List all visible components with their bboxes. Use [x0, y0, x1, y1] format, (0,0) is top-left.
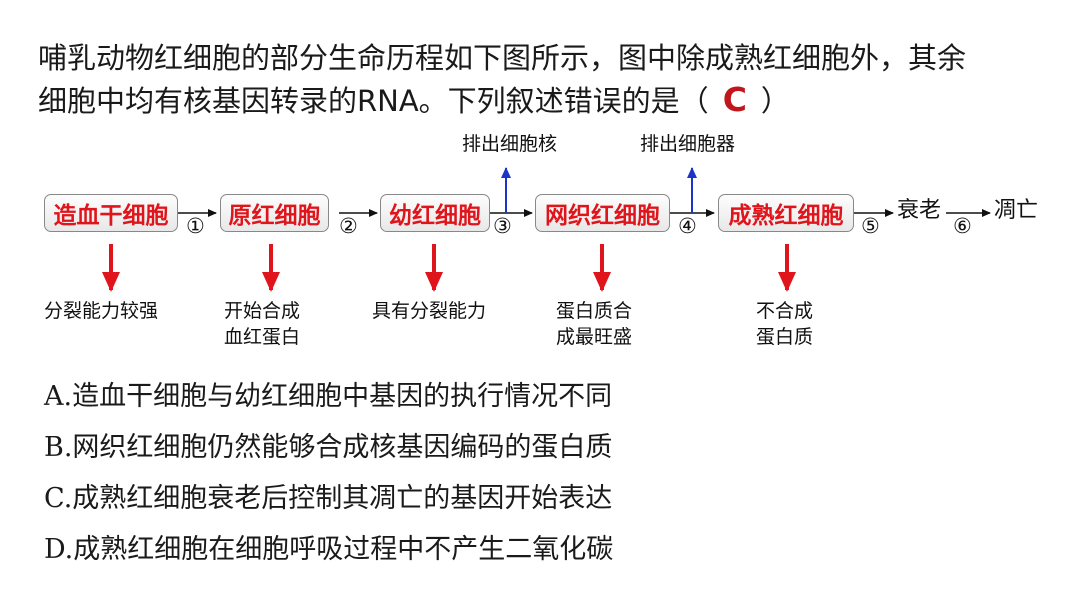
expel-organelle-label: 排出细胞器 [640, 133, 736, 155]
expel-nucleus-label: 排出细胞核 [462, 133, 558, 155]
trait-stem-cell-line-1: 分裂能力较强 [44, 300, 159, 322]
stage-proerythroblast: 原红细胞 [220, 194, 329, 232]
stage-senescence: 衰老 [897, 198, 942, 223]
question-close-paren: ） [760, 84, 790, 118]
question-line-2-text: 细胞中均有核基因转录的RNA。下列叙述错误的是（ [38, 84, 709, 118]
step-marker-1: ① [186, 214, 205, 238]
step-marker-3: ③ [493, 214, 512, 238]
stage-hematopoietic-stem-cell: 造血干细胞 [44, 194, 178, 232]
question-line-1: 哺乳动物红细胞的部分生命历程如下图所示，图中除成熟红细胞外，其余 [38, 41, 967, 75]
option-a: A.造血干细胞与幼红细胞中基因的执行情况不同 [44, 381, 613, 412]
trait-erythroblast: 具有分裂能力 [372, 298, 486, 324]
trait-mature-erythrocyte-line-1: 不合成 [756, 300, 814, 322]
trait-mature-erythrocyte: 不合成 蛋白质 [756, 298, 813, 350]
step-marker-2: ② [339, 214, 358, 238]
answer-letter: C [722, 80, 747, 119]
trait-erythroblast-line-1: 具有分裂能力 [372, 300, 487, 322]
trait-proerythroblast-line-2: 血红蛋白 [224, 326, 301, 348]
stage-apoptosis: 凋亡 [994, 198, 1039, 223]
option-c: C.成熟红细胞衰老后控制其凋亡的基因开始表达 [44, 483, 613, 514]
step-marker-6: ⑥ [953, 214, 972, 238]
trait-reticulocyte-line-1: 蛋白质合 [556, 300, 633, 322]
stage-reticulocyte: 网织红细胞 [535, 194, 670, 232]
stage-erythroblast: 幼红细胞 [380, 194, 490, 232]
option-b: B.网织红细胞仍然能够合成核基因编码的蛋白质 [44, 432, 613, 463]
question-line-2: 细胞中均有核基因转录的RNA。下列叙述错误的是（ C ） [38, 79, 966, 122]
stage-mature-erythrocyte: 成熟红细胞 [718, 194, 854, 232]
trait-proerythroblast: 开始合成 血红蛋白 [224, 298, 300, 350]
step-marker-4: ④ [678, 214, 697, 238]
trait-reticulocyte-line-2: 成最旺盛 [556, 326, 633, 348]
question-stem: 哺乳动物红细胞的部分生命历程如下图所示，图中除成熟红细胞外，其余 细胞中均有核基… [38, 38, 966, 122]
option-d: D.成熟红细胞在细胞呼吸过程中不产生二氧化碳 [44, 534, 614, 565]
trait-reticulocyte: 蛋白质合 成最旺盛 [556, 298, 632, 350]
step-marker-5: ⑤ [861, 214, 880, 238]
trait-mature-erythrocyte-line-2: 蛋白质 [756, 326, 814, 348]
trait-stem-cell: 分裂能力较强 [44, 298, 158, 324]
trait-proerythroblast-line-1: 开始合成 [224, 300, 301, 322]
